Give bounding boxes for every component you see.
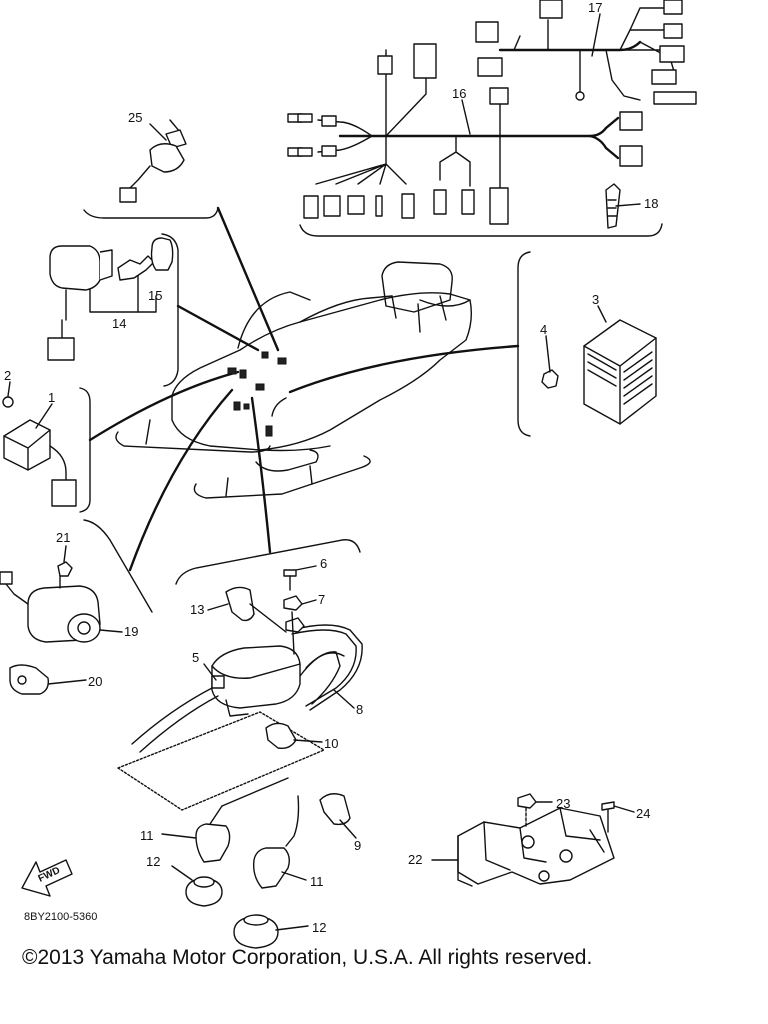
callout-22: 22 [408,852,422,867]
callout-4: 4 [540,322,547,337]
drawing-code: 8BY2100-5360 [24,911,97,923]
callout-21: 21 [56,530,70,545]
forward-arrow-icon: FWD [21,859,73,897]
callout-20: 20 [88,674,102,689]
ignition-coil-assembly [117,569,363,949]
regulator-3 [541,319,657,425]
callout-12-upper: 12 [146,854,160,869]
clip-18 [605,183,621,229]
leader-starter [128,388,234,572]
bracket-switch-25 [83,207,219,219]
callout-16: 16 [452,86,466,101]
callout-14: 14 [112,316,126,331]
callout-6: 6 [320,556,327,571]
bracket-keys [161,233,179,387]
callout-23: 23 [556,796,570,811]
callout-8: 8 [356,702,363,717]
callout-12-lower: 12 [312,920,326,935]
callout-25: 25 [128,110,142,125]
main-switch-14 [47,237,174,361]
callout-leaders [7,13,641,931]
callout-13: 13 [190,602,204,617]
callout-11-upper: 11 [140,828,154,843]
bracket-coil [175,539,361,585]
callout-11-lower: 11 [310,874,324,889]
callout-24: 24 [636,806,650,821]
ignitor-1 [2,396,77,507]
callout-9: 9 [354,838,361,853]
callout-15: 15 [148,288,162,303]
callout-3: 3 [592,292,599,307]
callout-19: 19 [124,624,138,639]
leader-regulator [288,344,520,394]
starter-19 [0,561,101,695]
leader-harness [216,206,280,352]
callout-17: 17 [588,0,602,15]
bracket-top-right [299,223,663,237]
copyright-notice: ©2013 Yamaha Motor Corporation, U.S.A. A… [22,946,593,969]
callout-1: 1 [48,390,55,405]
callout-5: 5 [192,650,199,665]
callout-2: 2 [4,368,11,383]
callout-7: 7 [318,592,325,607]
bracket-ignitor [79,387,91,513]
bracket-regulator [517,251,531,437]
callout-numbers: 25 17 16 18 15 14 3 4 2 1 21 19 20 6 7 1… [4,0,658,935]
callout-18: 18 [644,196,658,211]
bracket-22 [457,793,615,887]
bracket-starter [83,519,153,613]
leader-ignitor [88,370,240,442]
wire-harness [287,0,697,225]
callout-10: 10 [324,736,338,751]
leader-keys [176,304,260,352]
snowmobile-outline [115,261,473,499]
switch-25 [119,119,187,203]
leader-coil [250,396,272,554]
